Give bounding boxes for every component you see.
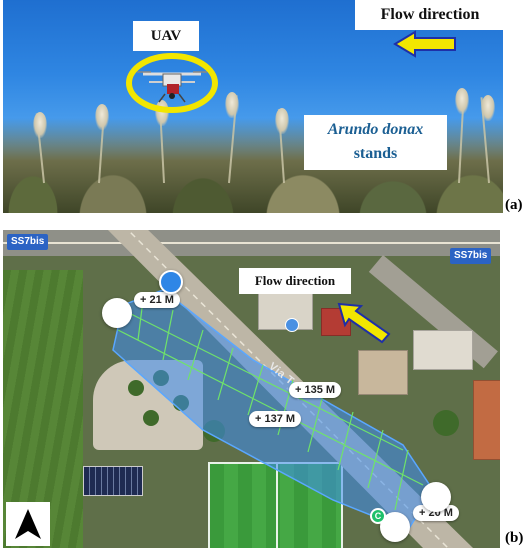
flow-direction-label-b: Flow direction <box>239 268 351 294</box>
reed-plume <box>481 95 495 121</box>
waypoint-handle[interactable] <box>102 298 132 328</box>
flow-arrow-icon <box>393 30 456 58</box>
tree <box>128 380 144 396</box>
reed-plume <box>275 108 289 134</box>
tree <box>143 410 159 426</box>
arundo-donax-label: Arundo donax stands <box>304 115 447 170</box>
reed-plume <box>33 112 47 138</box>
photo-panel-a: UAV Flow direction Arundo donax stands <box>3 0 503 213</box>
reed-plume <box>95 104 109 130</box>
distance-pill[interactable]: + 135 M <box>289 382 342 398</box>
highway-road <box>3 230 500 256</box>
map-marker[interactable]: C <box>370 508 386 524</box>
arundo-species-name: Arundo donax <box>327 121 424 138</box>
road-badge-left: SS7bis <box>7 234 49 250</box>
uav-drone-icon <box>126 53 218 113</box>
reed-plume <box>225 92 239 118</box>
road-badge-right: SS7bis <box>450 248 492 264</box>
waypoint-handle[interactable] <box>421 482 451 512</box>
panel-tag-b: (b) <box>505 530 524 546</box>
distance-pill[interactable]: + 137 M <box>249 411 302 427</box>
distance-pill[interactable]: + 20 M <box>413 505 459 521</box>
building <box>473 380 500 460</box>
distance-pill[interactable]: + 21 M <box>134 292 180 308</box>
reed-plume <box>455 88 469 114</box>
uav-highlight <box>125 52 220 119</box>
north-arrow-icon <box>15 509 41 539</box>
solar-roof <box>83 466 143 496</box>
flow-direction-label-a: Flow direction <box>355 0 503 30</box>
arundo-stands-text: stands <box>353 145 398 162</box>
crop-field <box>3 270 83 548</box>
building <box>413 330 473 370</box>
tree <box>433 410 459 436</box>
map-panel-b: SS7bis SS7bis Via T Flow direction + 21 … <box>3 230 500 548</box>
compass <box>6 502 50 546</box>
uav-label: UAV <box>133 21 199 51</box>
waypoint-handle-active[interactable] <box>159 270 183 294</box>
panel-tag-a: (a) <box>505 197 523 213</box>
fuel-station-icon <box>285 318 299 332</box>
building <box>358 350 408 395</box>
flow-arrow-icon <box>337 302 391 344</box>
